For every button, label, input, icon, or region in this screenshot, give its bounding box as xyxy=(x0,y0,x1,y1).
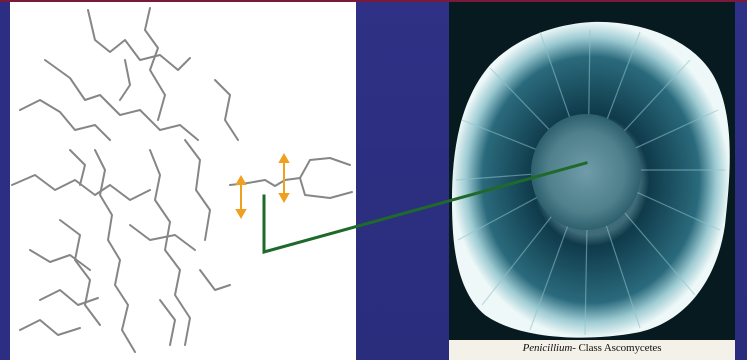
hyphae-network xyxy=(12,8,352,352)
colony xyxy=(452,22,730,338)
caption-genus: Penicillium xyxy=(523,342,573,354)
photo-caption: Penicillium- Class Ascomycetes xyxy=(449,342,735,354)
double-arrow-icon xyxy=(237,177,245,217)
caption-box: Penicillium- Class Ascomycetes xyxy=(449,340,735,360)
caption-class: - Class Ascomycetes xyxy=(572,342,661,354)
double-arrow-icon xyxy=(280,155,288,201)
